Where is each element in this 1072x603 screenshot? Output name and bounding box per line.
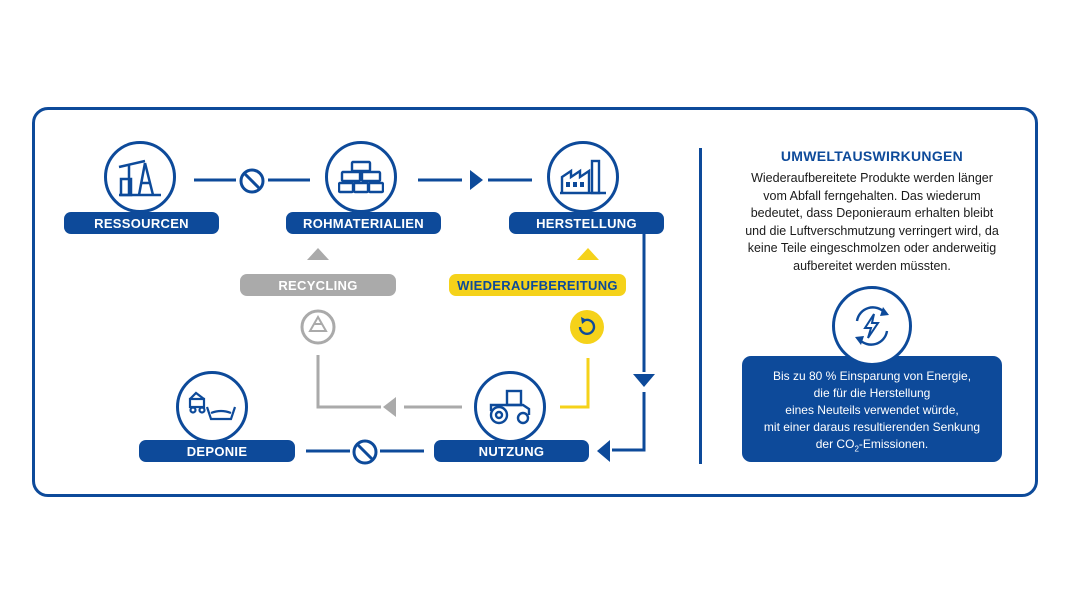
description-line: bedeutet, dass Deponieraum erhalten blei… xyxy=(750,206,994,220)
oil-pump-icon xyxy=(104,141,176,213)
landfill-truck-icon xyxy=(176,371,248,443)
description-line: Wiederaufbereitete Produkte werden länge… xyxy=(751,171,993,185)
impact-title: UMWELTAUSWIRKUNGEN xyxy=(780,148,964,164)
description-line: keine Teile eingeschmolzen oder anderwei… xyxy=(747,241,997,255)
impact-description: Wiederaufbereitete Produkte werden länge… xyxy=(722,170,1022,275)
co2-prefix: der CO xyxy=(815,437,855,451)
refresh-icon xyxy=(570,310,604,344)
no-entry-icon xyxy=(239,168,265,194)
recycle-icon xyxy=(300,309,336,345)
co2-subscript: 2 xyxy=(854,444,859,454)
highlight-line: Bis zu 80 % Einsparung von Energie, xyxy=(772,369,972,383)
loop-wiederaufbereitung-label: WIEDERAUFBEREITUNG xyxy=(449,274,626,296)
loop-recycling-label: RECYCLING xyxy=(240,274,396,296)
highlight-line: die für die Herstellung xyxy=(813,386,931,400)
co2-suffix: -Emissionen. xyxy=(858,437,929,451)
arrow-right-icon xyxy=(470,170,483,190)
highlight-line: eines Neuteils verwendet würde, xyxy=(785,403,959,417)
description-line: vom Abfall ferngehalten. Das wiederum xyxy=(763,188,981,203)
description-line: aufbereitet werden müssten. xyxy=(793,258,951,273)
description-line: und die Luftverschmutzung verringert wir… xyxy=(745,223,999,238)
arrow-left-icon xyxy=(597,440,610,462)
node-nutzung-label: NUTZUNG xyxy=(434,440,589,462)
node-herstellung-label: HERSTELLUNG xyxy=(509,212,664,234)
panel-divider xyxy=(699,148,702,464)
arrow-up-grey-icon xyxy=(307,248,329,260)
node-ressourcen-label: RESSOURCEN xyxy=(64,212,219,234)
energy-cycle-icon xyxy=(832,286,912,366)
energy-savings-box: Bis zu 80 % Einsparung von Energie, die … xyxy=(742,356,1002,462)
node-rohmaterialien-label: ROHMATERIALIEN xyxy=(286,212,441,234)
arrow-left-grey-icon xyxy=(383,397,396,417)
highlight-line: mit einer daraus resultierenden Senkung xyxy=(763,420,981,434)
tractor-icon xyxy=(474,371,546,443)
highlight-line-co2: der CO2-Emissionen. xyxy=(742,436,1002,457)
arrow-up-yellow-icon xyxy=(577,248,599,260)
factory-icon xyxy=(547,141,619,213)
node-deponie-label: DEPONIE xyxy=(139,440,295,462)
stacked-blocks-icon xyxy=(325,141,397,213)
arrow-down-icon xyxy=(633,374,655,387)
no-entry-icon xyxy=(352,439,378,465)
diagram-frame xyxy=(32,107,1038,497)
